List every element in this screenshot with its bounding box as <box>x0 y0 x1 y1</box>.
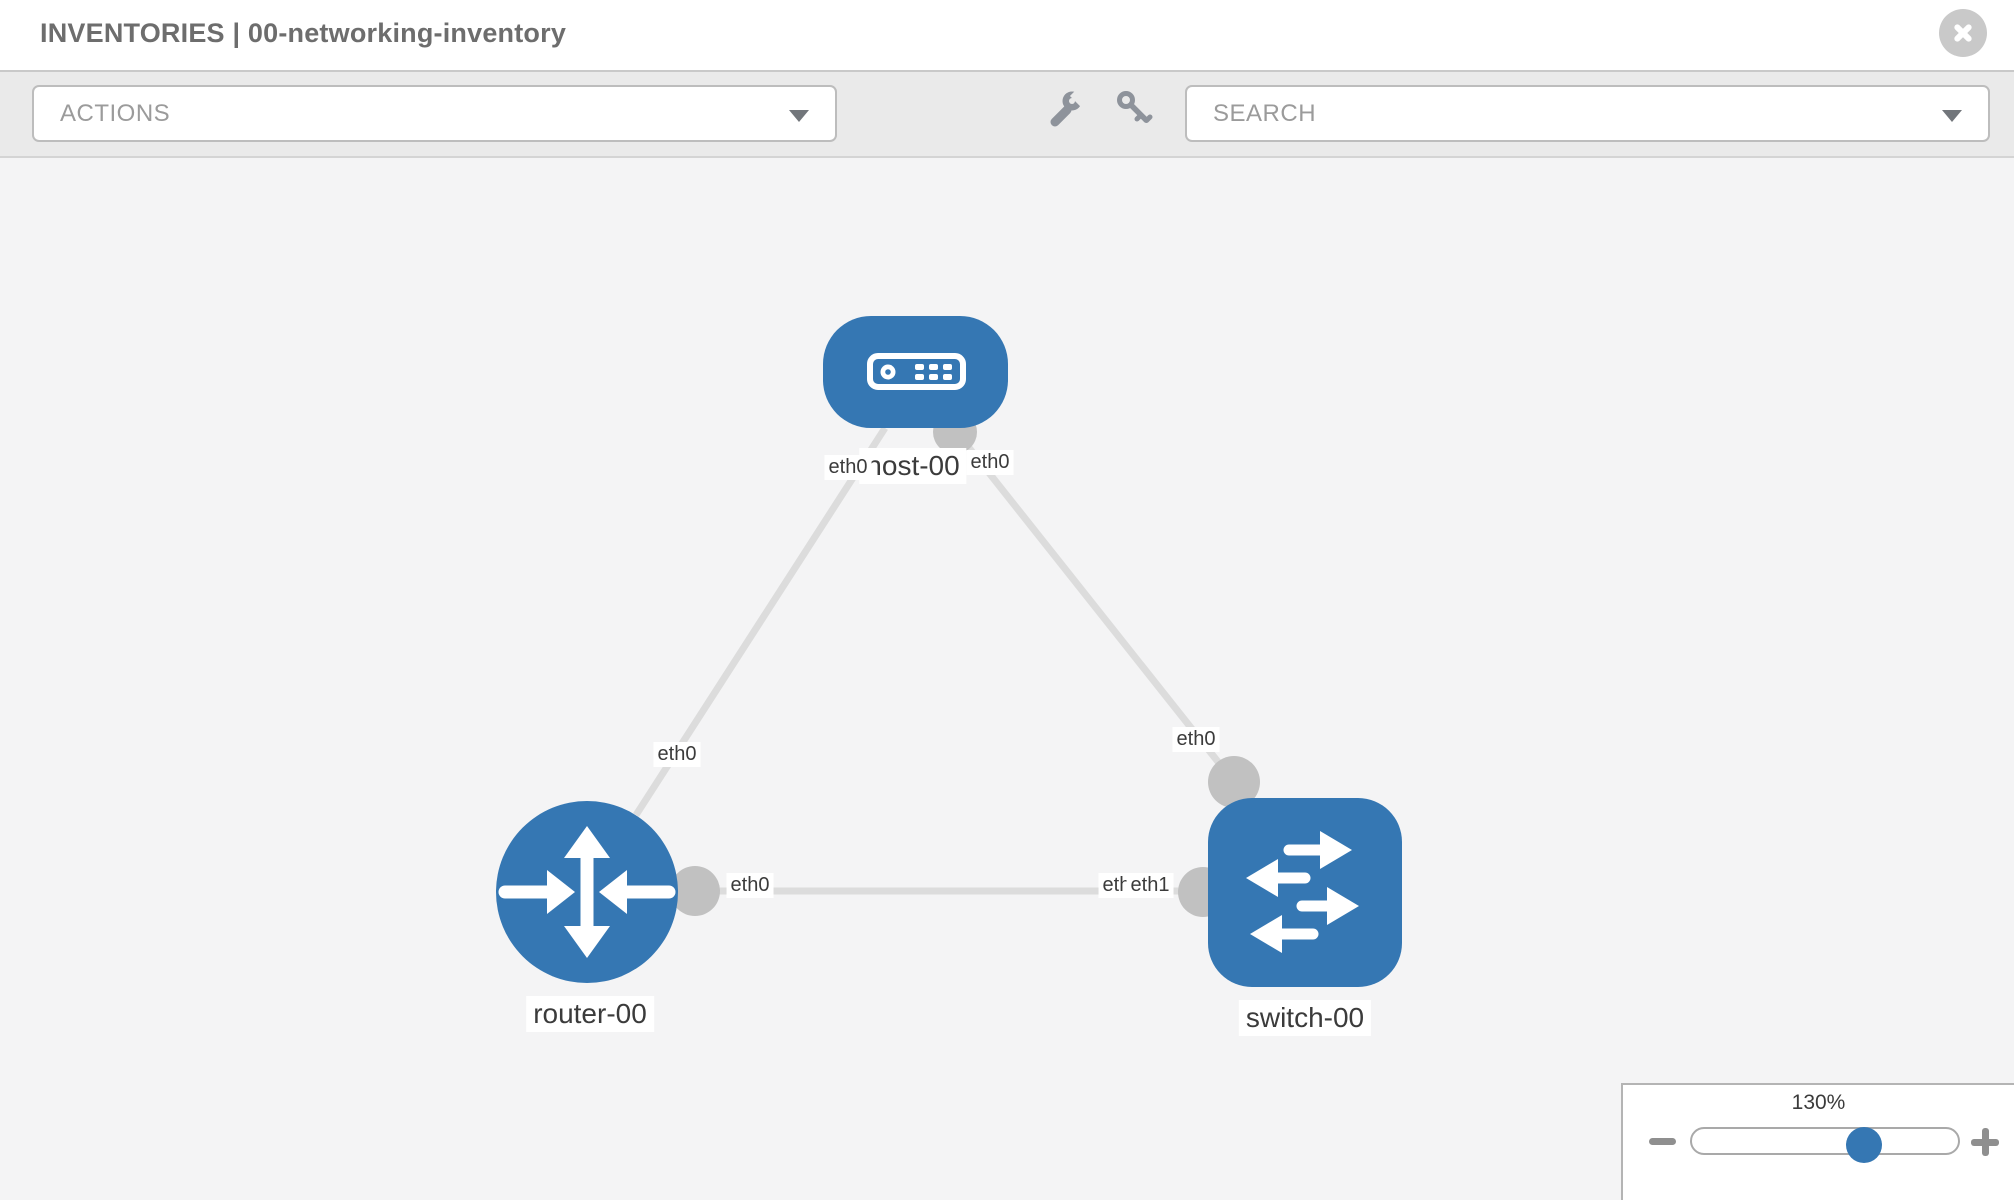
zoom-level: 130% <box>1791 1091 1846 1114</box>
link-host-switch[interactable] <box>952 427 1237 785</box>
wrench-button[interactable] <box>1046 88 1088 128</box>
header-bar: INVENTORIES | 00-networking-inventory <box>0 0 2014 72</box>
iface-label-switch-to-router: eth1 <box>1126 873 1174 898</box>
node-label-router-00: router-00 <box>526 996 654 1032</box>
switch-icon <box>1246 831 1359 953</box>
key-button[interactable] <box>1114 88 1154 128</box>
zoom-in-button[interactable] <box>1970 1127 2000 1157</box>
wrench-icon <box>1050 88 1088 127</box>
toolbar: ACTIONS SEARCH <box>0 72 2014 158</box>
actions-dropdown-label: ACTIONS <box>60 100 171 127</box>
iface-label-host-to-router: eth0 <box>824 455 872 480</box>
node-label-host-00: host-00 <box>859 448 967 484</box>
actions-dropdown[interactable]: ACTIONS <box>32 85 837 142</box>
port-switch-eth0 <box>1208 756 1260 808</box>
plus-icon <box>1981 1128 1989 1156</box>
close-button[interactable] <box>1939 9 1987 57</box>
zoom-slider-thumb[interactable] <box>1846 1127 1882 1163</box>
node-router-00[interactable] <box>496 801 678 983</box>
caret-down-icon <box>789 110 809 122</box>
node-label-switch-00: switch-00 <box>1238 1000 1372 1036</box>
node-switch-00[interactable] <box>1208 798 1402 987</box>
key-icon <box>1117 91 1153 123</box>
host-icon <box>867 353 966 390</box>
caret-down-icon <box>1942 110 1962 122</box>
search-dropdown-label: SEARCH <box>1213 100 1317 127</box>
zoom-out-button[interactable] <box>1649 1138 1676 1145</box>
iface-label-router-to-host: eth0 <box>653 742 701 767</box>
page-title: INVENTORIES | 00-networking-inventory <box>40 18 567 48</box>
node-host-00[interactable] <box>823 316 1008 428</box>
iface-label-host-to-switch: eth0 <box>966 450 1014 475</box>
zoom-panel: 130% <box>1621 1083 2014 1200</box>
iface-label-router-to-switch: eth0 <box>726 873 774 898</box>
iface-label-switch-to-host: eth0 <box>1172 727 1220 752</box>
port-router-eth0 <box>670 866 720 916</box>
zoom-slider-track[interactable] <box>1690 1127 1960 1155</box>
router-icon <box>498 826 676 958</box>
search-dropdown[interactable]: SEARCH <box>1185 85 1990 142</box>
